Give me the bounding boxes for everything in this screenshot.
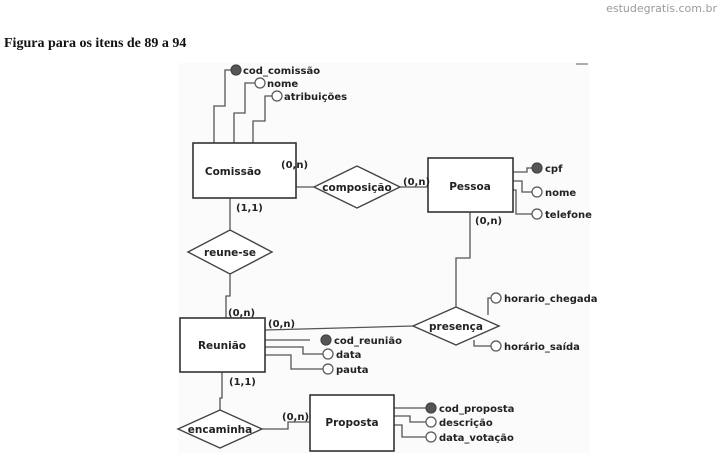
attribute-horario-chegada-label: horario_chegada xyxy=(504,294,598,305)
attribute-cod-reuniao-label: cod_reunião xyxy=(334,336,402,347)
attribute-atribuicoes-label: atribuições xyxy=(284,92,347,103)
entity-reuniao-label: Reunião xyxy=(198,340,246,352)
attribute-icon xyxy=(425,416,437,428)
key-attribute-icon xyxy=(230,64,242,76)
cardinality-reuniao-reune: (0,n) xyxy=(228,308,255,319)
relationship-presenca-label: presença xyxy=(429,321,483,333)
relationship-composicao: composição xyxy=(312,165,402,209)
attribute-cod-proposta-label: cod_proposta xyxy=(439,404,514,415)
attribute-pauta: pauta xyxy=(322,363,369,376)
cardinality-reuniao-encaminha: (1,1) xyxy=(229,377,256,388)
cardinality-reuniao-presenca: (0,n) xyxy=(268,319,295,330)
attribute-pauta-label: pauta xyxy=(336,365,369,376)
attribute-data-votacao-label: data_votação xyxy=(439,433,514,444)
attribute-nome-pessoa: nome xyxy=(531,186,576,199)
entity-proposta: Proposta xyxy=(309,394,395,452)
entity-pessoa: Pessoa xyxy=(427,157,514,213)
attribute-data-votacao: data_votação xyxy=(425,431,514,444)
attribute-cod-proposta: cod_proposta xyxy=(425,402,514,415)
cardinality-proposta-encaminha: (0,n) xyxy=(282,412,309,423)
cardinality-pessoa-composicao: (0,n) xyxy=(403,177,430,188)
attribute-icon xyxy=(322,363,334,375)
cardinality-comissao-composicao: (0,n) xyxy=(281,160,308,171)
attribute-icon xyxy=(322,348,334,360)
attribute-icon xyxy=(271,90,283,102)
attribute-icon xyxy=(425,431,437,443)
attribute-descricao: descrição xyxy=(425,416,493,429)
attribute-cod-reuniao: cod_reunião xyxy=(320,334,402,347)
attribute-horario-chegada: horario_chegada xyxy=(490,292,598,305)
relationship-reune-se-label: reune-se xyxy=(204,247,256,259)
attribute-cod-comissao: cod_comissão xyxy=(230,64,320,77)
attribute-telefone: telefone xyxy=(531,208,592,221)
attribute-cod-comissao-label: cod_comissão xyxy=(243,66,320,77)
key-attribute-icon xyxy=(320,334,332,346)
site-watermark: estudegratis.com.br xyxy=(606,2,717,15)
attribute-cpf-label: cpf xyxy=(545,164,563,175)
entity-pessoa-label: Pessoa xyxy=(449,181,491,193)
attribute-nome-comissao: nome xyxy=(254,77,298,90)
attribute-data-label: data xyxy=(336,350,361,361)
relationship-composicao-label: composição xyxy=(322,182,391,194)
cardinality-comissao-reune: (1,1) xyxy=(236,203,263,214)
attribute-icon xyxy=(531,186,543,198)
attribute-icon xyxy=(531,208,543,220)
attribute-atribuicoes: atribuições xyxy=(271,90,347,103)
attribute-data: data xyxy=(322,348,361,361)
attribute-icon xyxy=(490,340,502,352)
relationship-reune-se: reune-se xyxy=(186,229,274,275)
attribute-horario-saida-label: horário_saída xyxy=(504,341,580,353)
relationship-encaminha: encaminha xyxy=(176,409,264,449)
connector-lines xyxy=(213,69,532,438)
attribute-nome-comissao-label: nome xyxy=(267,79,298,90)
cardinality-pessoa-presenca: (0,n) xyxy=(475,216,502,227)
attribute-telefone-label: telefone xyxy=(545,210,592,221)
figure-caption: Figura para os itens de 89 a 94 xyxy=(4,36,187,51)
relationship-presenca: presença xyxy=(411,306,501,346)
entity-comissao-label: Comissão xyxy=(205,166,261,178)
key-attribute-icon xyxy=(531,162,543,174)
entity-comissao: Comissão xyxy=(192,142,297,199)
attribute-cpf: cpf xyxy=(531,162,563,175)
attribute-descricao-label: descrição xyxy=(439,418,493,429)
attribute-icon xyxy=(490,292,502,304)
entity-proposta-label: Proposta xyxy=(325,417,378,429)
key-attribute-icon xyxy=(425,402,437,414)
relationship-encaminha-label: encaminha xyxy=(188,424,252,436)
attribute-horario-saida: horário_saída xyxy=(490,340,580,353)
attribute-icon xyxy=(254,77,266,89)
attribute-nome-pessoa-label: nome xyxy=(545,188,576,199)
entity-reuniao: Reunião xyxy=(179,317,266,373)
